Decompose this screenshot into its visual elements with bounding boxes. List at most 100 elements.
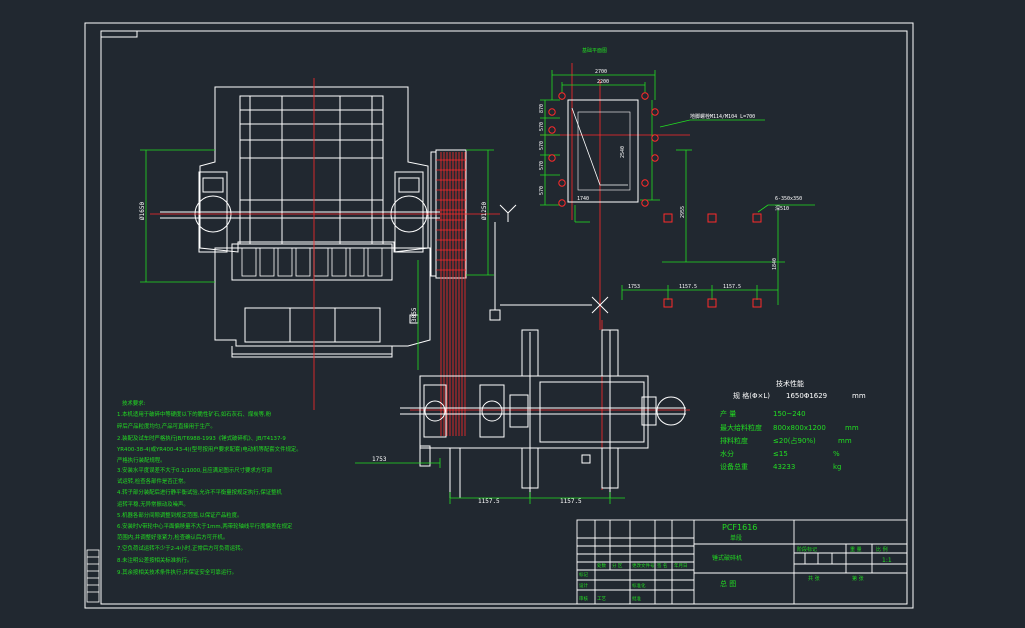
spec-unit: mm	[852, 392, 866, 400]
drawing-frame	[84, 22, 914, 609]
cross-mark	[500, 296, 609, 314]
spec-label: 排料粒度	[720, 436, 748, 445]
left-margin-table	[86, 549, 100, 603]
foundation-plan	[567, 99, 639, 203]
label-count: 处数	[597, 562, 606, 569]
dim-1840: 1840	[772, 258, 778, 270]
note-line: 3.安装水平度误差不大于0.1/1000,且应满足图示尺寸要求方可调	[117, 466, 272, 474]
sheet-number: 第 张	[852, 575, 864, 582]
side-dim-4: 570	[539, 161, 545, 170]
bolt-note: 地脚螺栓M114/M104 L=700	[690, 113, 755, 120]
dim-11575-top-a: 1157.5	[679, 284, 697, 290]
foundation-title: 基础平面图	[582, 47, 607, 54]
spec-value: 1650Φ1629	[786, 392, 827, 400]
foundation-dim-texts: 2700 2200 地脚螺栓M114/M104 L=700 2540 1740 …	[539, 69, 802, 290]
note-line: 8.未注明公差按相关标准执行。	[117, 556, 192, 564]
spec-unit: mm	[845, 424, 859, 432]
stage-header: 阶段标记	[797, 546, 817, 553]
spec-value: 800x800x1200	[773, 424, 826, 432]
hole-note-2: 深510	[775, 205, 789, 212]
side-dim-5: 570	[539, 186, 545, 195]
scale-value: 1:1	[882, 557, 892, 564]
note-line: 2.装配及试车时严格执行JB/T6988-1993《锤式破碎机》、JB/T413…	[117, 434, 286, 442]
technical-specs: 技术性能 规 格(Φ×L) 1650Φ1629 mm 产 量 150~240 最…	[720, 379, 866, 471]
plan-view	[400, 329, 686, 498]
note-line: 9.其余按相关技术条件执行,并保证安全可靠运行。	[117, 568, 237, 576]
title-block	[576, 519, 908, 605]
note-line: 1.本机适用于破碎中等硬度以下的脆性矿石,如石灰石、煤炭等,粉	[117, 410, 272, 418]
sub-model: 单段	[730, 534, 742, 542]
dim-2540: 2540	[620, 146, 626, 158]
spec-value: ≤15	[773, 450, 788, 458]
specs-title: 技术性能	[776, 379, 804, 388]
y-marker	[489, 204, 517, 321]
note-line: 7.空负荷试运转不少于2-4小时,正常后方可负荷运转。	[117, 544, 246, 552]
dim-2700: 2700	[595, 69, 607, 75]
weight-header: 重 量	[850, 546, 862, 553]
label-approve: 批准	[632, 595, 641, 602]
scale-header: 比 例	[876, 546, 888, 553]
label-std: 标准化	[632, 582, 646, 589]
spec-label: 规 格(Φ×L)	[733, 391, 770, 400]
dim-1740: 1740	[577, 196, 589, 202]
plan-dim-texts: 1753 1157.5 1157.5	[372, 456, 582, 505]
title-block-texts: PCF1616 单段 锤式破碎机 总 图 阶段标记 重 量 比 例 1:1 共 …	[579, 523, 892, 602]
note-line: 5.机器各部分间隙调整到规定范围,以保证产品粒度。	[117, 511, 242, 519]
side-dim-3: 570	[539, 141, 545, 150]
dim-11575-b: 1157.5	[560, 498, 582, 505]
spec-value: 43233	[773, 463, 795, 471]
foundation-dimensions	[540, 70, 815, 305]
note-line: 试运转,检查各部件是否正常。	[117, 477, 189, 485]
pulley-belts	[436, 152, 466, 436]
spec-label: 最大给料粒度	[720, 423, 762, 432]
note-line: 运转平稳,无异常振动及噪声。	[117, 500, 189, 508]
label-design: 设计	[579, 582, 588, 589]
dim-2955: 2955	[680, 206, 686, 218]
front-dimensions	[140, 149, 494, 370]
note-line: 4.转子部分装配后进行静平衡试验,允许不平衡量按规定执行,保证整机	[117, 488, 283, 496]
sheet-count: 共 张	[808, 575, 820, 582]
label-change: 更改文件号	[632, 562, 655, 569]
hole-note-1: 6-350x350	[775, 196, 802, 202]
machine-name: 锤式破碎机	[712, 554, 742, 562]
label-craft: 工艺	[597, 596, 606, 602]
note-line: 碎后产品粒度均匀,产品可直接用于生产。	[117, 422, 216, 430]
spec-label: 产 量	[720, 409, 736, 418]
label-review: 审核	[579, 595, 588, 602]
note-line: 6.安装时V带轮中心平面偏移量不大于1mm,两带轮轴线平行度偏差在规定	[117, 522, 293, 530]
label-mark: 标记	[579, 571, 588, 578]
technical-requirements: 技术要求: 1.本机适用于破碎中等硬度以下的脆性矿石,如石灰石、煤炭等,粉 碎后…	[116, 399, 302, 576]
spec-unit: mm	[838, 437, 852, 445]
front-view	[160, 86, 467, 358]
spec-value: ≤20(占90%)	[773, 436, 816, 445]
dim-1753-top: 1753	[628, 284, 640, 290]
front-dim-texts: Ø1650 Ø1250 3055	[139, 202, 488, 322]
dim-11575-top-b: 1157.5	[723, 284, 741, 290]
spec-unit: %	[833, 450, 840, 458]
dim-left-diameter: Ø1650	[139, 202, 146, 220]
dim-2200: 2200	[597, 79, 609, 85]
label-sign: 签 名	[657, 562, 667, 569]
plan-dimensions	[355, 458, 625, 504]
dim-1753: 1753	[372, 456, 387, 463]
model-number: PCF1616	[722, 523, 757, 532]
centerlines	[150, 63, 690, 490]
spec-label: 水分	[720, 449, 734, 458]
label-date: 年月日	[674, 562, 688, 569]
dim-3055: 3055	[411, 307, 418, 322]
side-dim-1: 870	[539, 104, 545, 113]
spec-value: 150~240	[773, 410, 806, 418]
bolt-holes	[548, 92, 659, 207]
foundation-pockets	[663, 213, 762, 308]
note-line: 严格执行装配规程。	[117, 456, 166, 464]
note-line: 范围内,并调整好张紧力,检查确认后方可开机。	[117, 533, 228, 541]
label-zone: 分 区	[612, 562, 623, 569]
dim-11575-a: 1157.5	[478, 498, 500, 505]
note-line: YR400-38-4(或YR400-43-4)(型号按用户要求配套)电动机等配套…	[116, 445, 302, 453]
drawing-name: 总 图	[720, 579, 736, 588]
dim-pulley-diameter: Ø1250	[481, 202, 488, 220]
side-dim-2: 570	[539, 122, 545, 131]
spec-label: 设备总重	[720, 462, 748, 471]
notes-title: 技术要求:	[122, 399, 146, 407]
